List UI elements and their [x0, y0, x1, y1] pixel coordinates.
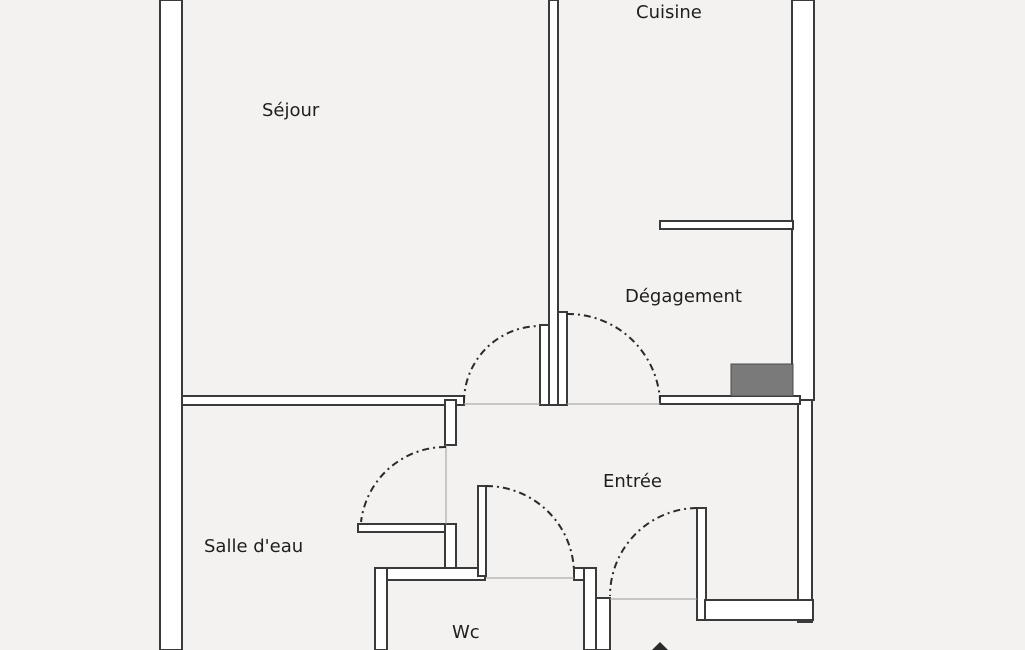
door-swing-entrance — [609, 507, 698, 597]
door-thresholds — [445, 403, 697, 600]
wall-wc-left — [374, 567, 388, 650]
room-label-sejour: Séjour — [262, 100, 320, 121]
room-label-wc: Wc — [452, 622, 480, 643]
room-label-salle-eau: Salle d'eau — [204, 536, 303, 557]
wall-wc-door-post — [477, 485, 487, 577]
wall-salle-eau-door-stub — [357, 523, 451, 533]
wall-right-lower — [797, 399, 813, 623]
wall-sejour-bottom — [181, 395, 465, 406]
wall-wc-right-pillar — [595, 597, 611, 650]
wall-sejour-cuisine — [548, 0, 559, 406]
wall-degagement-bottom — [659, 395, 801, 405]
wall-wc-right — [583, 567, 597, 650]
door-swings — [360, 312, 698, 597]
room-labels: Cuisine Séjour Dégagement Entrée Salle d… — [204, 2, 742, 643]
wall-cuisine-degagement — [659, 220, 794, 230]
room-label-entree: Entrée — [603, 471, 662, 492]
door-post-left — [539, 324, 550, 406]
wall-entree-door-post — [696, 507, 707, 621]
entrance-arrow-icon — [652, 642, 668, 650]
wall-wc-top — [374, 567, 486, 581]
door-swing-sejour — [463, 325, 541, 403]
wall-salle-eau-right-upper — [444, 399, 457, 446]
wall-right-upper — [791, 0, 815, 401]
door-swing-degagement — [566, 312, 661, 401]
wall-salle-eau-right-lower — [444, 523, 457, 575]
outer-walls — [159, 0, 815, 650]
interior-walls — [181, 0, 814, 650]
door-swing-wc — [485, 485, 575, 573]
door-post-right — [557, 311, 568, 406]
wall-entree-bottom — [704, 599, 814, 621]
storage-fixture — [730, 363, 794, 397]
room-label-cuisine: Cuisine — [636, 2, 702, 23]
door-swing-salle-eau — [360, 445, 447, 523]
wall-left-outer — [159, 0, 183, 650]
room-label-degagement: Dégagement — [625, 286, 742, 307]
